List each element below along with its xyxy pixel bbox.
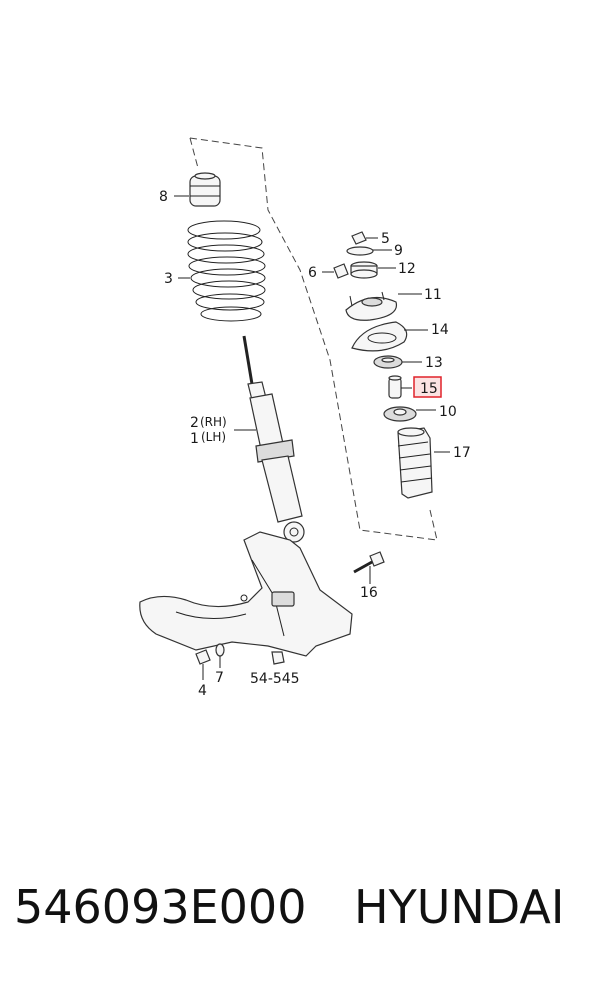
callout-1: 1 xyxy=(190,431,199,447)
callout-rh: (RH) xyxy=(200,415,227,429)
callout-11: 11 xyxy=(424,287,442,303)
part-17-dust-boot[interactable] xyxy=(397,427,433,499)
part-9-washer[interactable] xyxy=(346,246,374,256)
part-15-dust-cover-collar[interactable] xyxy=(388,375,402,399)
part-1-2-shock-absorber[interactable] xyxy=(242,335,305,543)
part-14-insulator[interactable] xyxy=(351,321,408,352)
callout-2: 2 xyxy=(190,415,199,431)
callout-3: 3 xyxy=(164,271,173,287)
brand-name: HYUNDAI xyxy=(354,880,565,934)
part-6-nut[interactable] xyxy=(333,263,349,279)
part-4-nut[interactable] xyxy=(195,649,211,665)
callout-4: 4 xyxy=(198,683,207,699)
part-16-bolt[interactable] xyxy=(353,551,385,574)
part-3-coil-spring[interactable] xyxy=(187,220,266,322)
part-54-545-bracket[interactable] xyxy=(271,651,285,665)
callout-17: 17 xyxy=(453,445,471,461)
callout-7: 7 xyxy=(215,670,224,686)
callout-9: 9 xyxy=(394,243,403,259)
callout-14: 14 xyxy=(431,322,449,338)
part-10-seat[interactable] xyxy=(383,406,417,422)
callout-13: 13 xyxy=(425,355,443,371)
callout-15-highlight xyxy=(413,376,442,398)
callout-5: 5 xyxy=(381,231,390,247)
callout-10: 10 xyxy=(439,404,457,420)
part-7-washer[interactable] xyxy=(215,643,225,657)
part-13-spacer[interactable] xyxy=(373,355,403,369)
footer-caption: 546093E000 HYUNDAI xyxy=(0,872,600,942)
callout-54-545: 54-545 xyxy=(250,671,300,687)
part-8-bump-stopper[interactable] xyxy=(189,172,221,207)
assembly-boundary xyxy=(189,137,438,541)
callout-6: 6 xyxy=(308,265,317,281)
lower-control-arm[interactable] xyxy=(139,531,353,657)
callout-12: 12 xyxy=(398,261,416,277)
assembly-boundary-left xyxy=(189,137,199,169)
part-5-nut[interactable] xyxy=(351,231,367,245)
part-12-bushing[interactable] xyxy=(350,261,378,279)
part-number: 546093E000 xyxy=(14,880,307,934)
callout-8: 8 xyxy=(159,189,168,205)
part-11-strut-mount[interactable] xyxy=(345,291,398,321)
callout-16: 16 xyxy=(360,585,378,601)
callout-lh: (LH) xyxy=(201,430,226,444)
callout-15: 15 xyxy=(420,381,438,397)
